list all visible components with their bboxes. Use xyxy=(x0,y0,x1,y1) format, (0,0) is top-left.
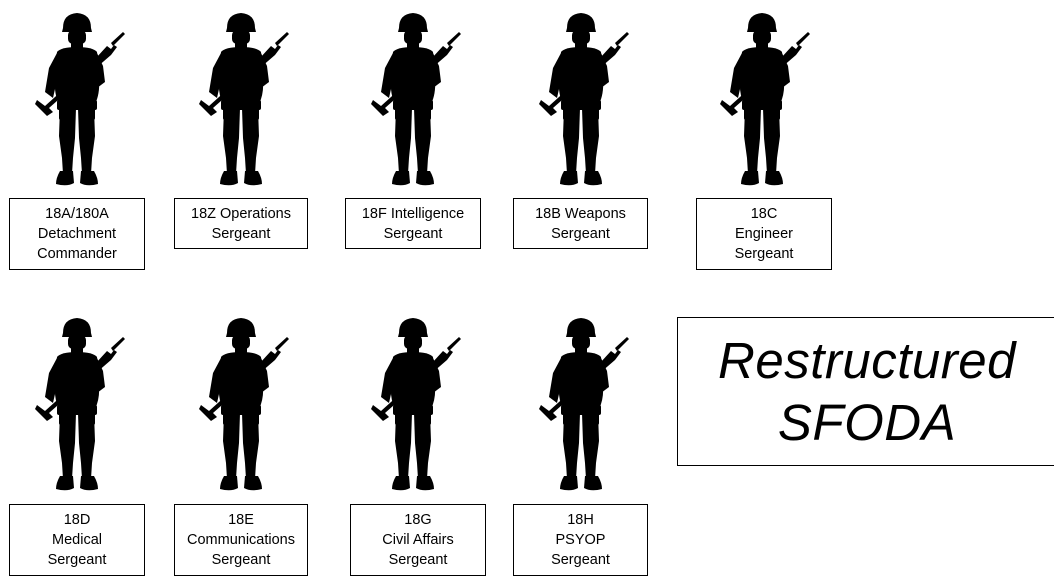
label-18b-weapons-sergeant: 18B Weapons Sergeant xyxy=(513,198,648,249)
soldier-silhouette-icon xyxy=(23,8,133,188)
label-line: Sergeant xyxy=(211,552,271,568)
label-line: 18Z Operations xyxy=(191,205,291,222)
label-line: Sergeant xyxy=(383,225,443,242)
label-line: Sergeant xyxy=(211,225,271,242)
label-line: Engineer xyxy=(734,226,794,242)
label-line: 18D xyxy=(63,512,91,528)
label-line: 18C xyxy=(750,206,778,222)
soldier-silhouette-icon xyxy=(187,8,297,188)
label-line: Sergeant xyxy=(734,246,794,262)
title-line-2: SFODA xyxy=(777,393,957,451)
label-18f-intelligence-sergeant: 18F Intelligence Sergeant xyxy=(345,198,481,249)
label-line: 18G xyxy=(404,512,432,528)
label-18a-detachment-commander: 18A/180A Detachment Commander xyxy=(9,198,145,270)
label-line: Sergeant xyxy=(551,225,610,242)
label-line: Detachment xyxy=(37,226,117,242)
label-line: 18A/180A xyxy=(45,206,109,222)
soldier-silhouette-icon xyxy=(527,313,637,493)
label-18e-communications-sergeant: 18E Communications Sergeant xyxy=(174,504,308,576)
label-18h-psyop-sergeant: 18H PSYOP Sergeant xyxy=(513,504,648,576)
soldier-silhouette-icon xyxy=(359,313,469,493)
label-line: Communications xyxy=(187,532,295,548)
label-18g-civil-affairs-sergeant: 18G Civil Affairs Sergeant xyxy=(350,504,486,576)
label-line: Sergeant xyxy=(47,552,107,568)
soldier-silhouette-icon xyxy=(187,313,297,493)
soldier-silhouette-icon xyxy=(527,8,637,188)
label-18z-operations-sergeant: 18Z Operations Sergeant xyxy=(174,198,308,249)
soldier-silhouette-icon xyxy=(23,313,133,493)
label-line: PSYOP xyxy=(555,532,606,548)
soldier-silhouette-icon xyxy=(708,8,818,188)
label-line: 18H xyxy=(567,512,594,528)
label-line: Commander xyxy=(37,246,117,262)
soldier-silhouette-icon xyxy=(359,8,469,188)
label-line: 18E xyxy=(228,512,254,528)
label-line: Civil Affairs xyxy=(382,532,454,548)
restructured-sfoda-title: Restructured SFODA xyxy=(677,317,1054,466)
label-18d-medical-sergeant: 18D Medical Sergeant xyxy=(9,504,145,576)
title-line-1: Restructured xyxy=(718,331,1016,389)
label-line: Medical xyxy=(52,532,102,548)
label-line: 18F Intelligence xyxy=(361,205,465,222)
label-line: Sergeant xyxy=(388,552,448,568)
label-line: Sergeant xyxy=(551,552,610,568)
label-18c-engineer-sergeant: 18C Engineer Sergeant xyxy=(696,198,832,270)
label-line: 18B Weapons xyxy=(535,205,626,222)
